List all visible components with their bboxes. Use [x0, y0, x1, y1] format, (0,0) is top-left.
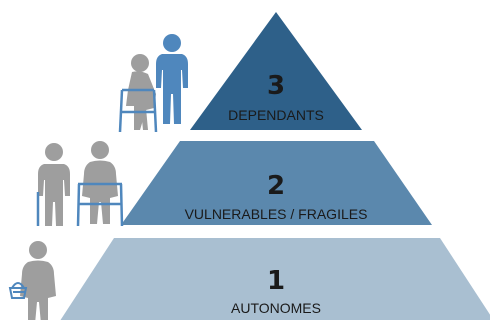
standing-man-icon: [156, 34, 188, 124]
elderly-woman-with-basket-icon: [8, 241, 56, 320]
tier-3-label: DEPENDANTS: [228, 107, 324, 123]
tier-3-shape: [190, 12, 362, 130]
elderly-woman-with-walker-icon: [76, 141, 124, 227]
tier-2-number: 2: [267, 171, 285, 201]
elderly-woman-with-walker-icon: [118, 54, 158, 133]
tier-1-number: 1: [267, 266, 285, 296]
tier-1-label: AUTONOMES: [231, 300, 321, 316]
tier-2-label: VULNERABLES / FRAGILES: [185, 206, 368, 222]
tier-2: 2 VULNERABLES / FRAGILES: [121, 141, 432, 225]
tier-3: 3 DEPENDANTS: [190, 12, 362, 130]
elderly-man-with-cane-icon: [36, 143, 70, 226]
tier-3-number: 3: [267, 71, 285, 101]
tier-2-shape: [121, 141, 432, 225]
tier-1: 1 AUTONOMES: [60, 238, 490, 320]
tier-1-shape: [60, 238, 490, 320]
